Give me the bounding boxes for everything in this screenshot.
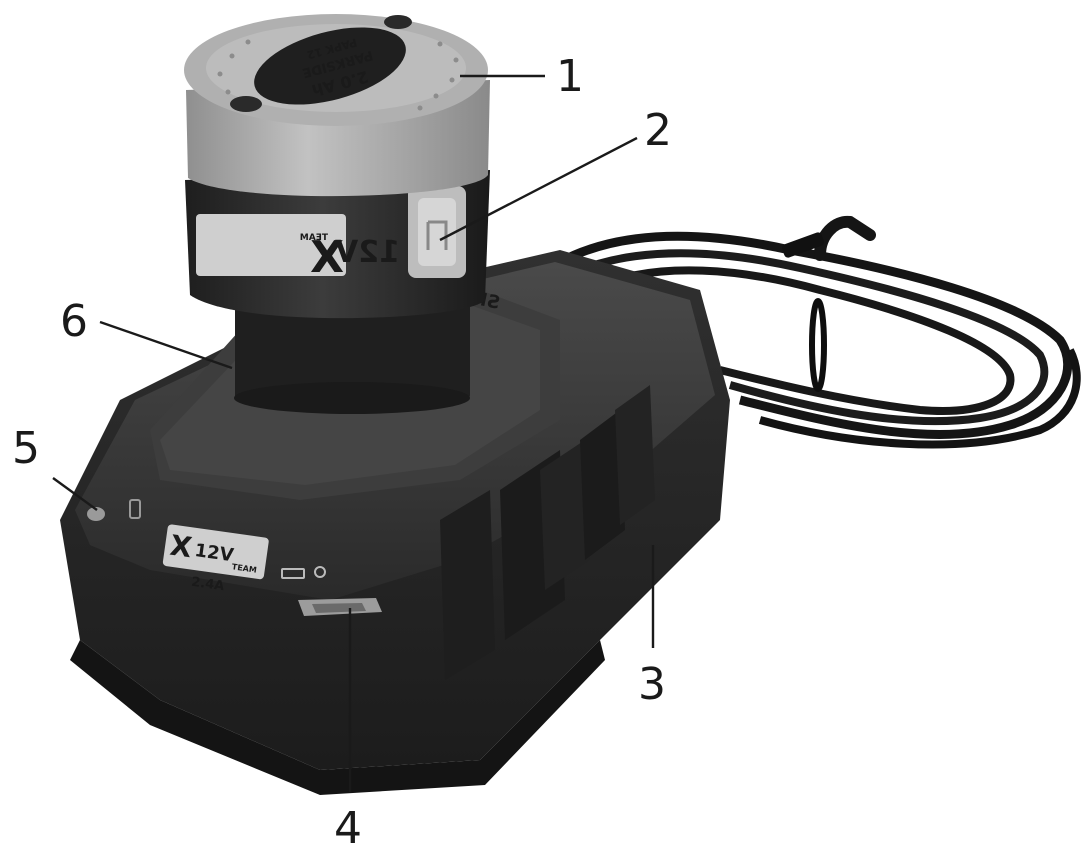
leader-5 xyxy=(52,477,98,511)
charger-label: X 12V TEAM 2.4A xyxy=(162,524,269,594)
charger-label-output: 2.4A xyxy=(190,575,225,594)
status-led xyxy=(87,499,141,521)
charger-label-brand-mark: X xyxy=(168,529,194,565)
battery-pack: X 12V TEAM 2.0 Ah PARKSIDE xyxy=(184,14,490,414)
callout-leaders xyxy=(52,74,655,792)
leader-6 xyxy=(99,320,233,370)
battery-side-label: X 12V TEAM xyxy=(196,214,400,283)
charger-label-series: TEAM xyxy=(231,562,257,574)
battery-label-brand-mark: X xyxy=(310,232,344,283)
battery-cap: 2.0 Ah PARKSIDE PAPK 12 xyxy=(184,14,490,197)
ventilation-grille xyxy=(440,385,655,680)
callout-1: 1 xyxy=(556,51,584,102)
callout-6: 6 xyxy=(60,296,88,347)
callout-2: 2 xyxy=(644,105,672,156)
battery-label-voltage: 12V xyxy=(334,235,400,270)
callout-numbers: 1 2 3 4 5 6 xyxy=(12,51,672,854)
battery-release-button xyxy=(408,186,466,278)
charge-button xyxy=(281,566,382,616)
power-cable xyxy=(557,215,1081,449)
leader-2 xyxy=(439,136,638,242)
battery-level-icon xyxy=(281,568,305,579)
battery-label-series: TEAM xyxy=(300,233,328,243)
battery-status-icon xyxy=(129,499,141,519)
callout-4: 4 xyxy=(334,803,362,854)
callout-5: 5 xyxy=(12,423,40,474)
power-icon xyxy=(314,566,326,578)
callout-3: 3 xyxy=(638,659,666,710)
